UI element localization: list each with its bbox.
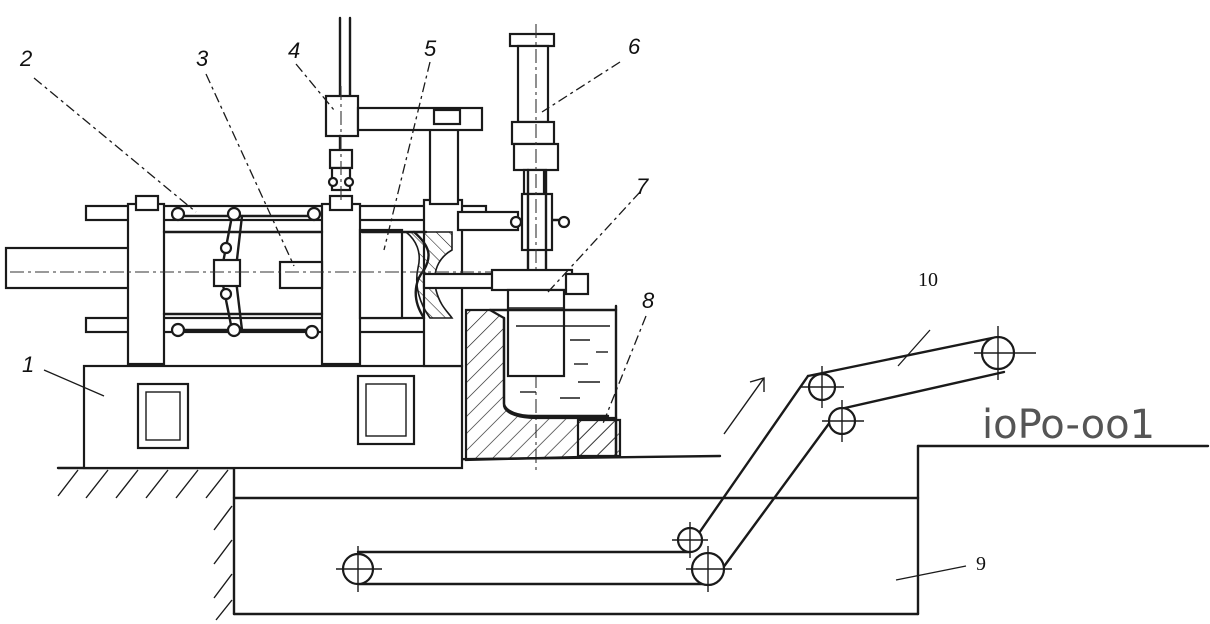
- conveyor-belt-10: [356, 336, 1006, 586]
- pulley-mid-upper: [800, 366, 844, 408]
- leader-lines: [33, 61, 967, 581]
- label-4: 4: [288, 38, 300, 63]
- label-2: 2: [19, 46, 32, 71]
- furnace-8: [464, 304, 622, 462]
- label-6: 6: [628, 34, 641, 59]
- machine-base-1: [82, 364, 464, 470]
- pulley-bottom-small: [672, 522, 708, 558]
- label-3: 3: [196, 46, 209, 71]
- overhead-arm-4: [324, 16, 484, 204]
- pulley-bottom: [686, 546, 732, 592]
- moving-platen: [320, 194, 362, 366]
- conveyor-pit-9: [232, 444, 1210, 616]
- rear-platen: [126, 194, 166, 366]
- labels: 2 3 4 5 6 7 8 1 10 9: [19, 34, 986, 575]
- label-10: 10: [918, 269, 938, 291]
- pulley-left: [336, 546, 382, 592]
- pulley-mid-lower: [822, 400, 864, 442]
- ladle-7: [490, 268, 590, 378]
- label-7: 7: [636, 174, 649, 199]
- direction-arrow: [723, 377, 765, 435]
- label-1: 1: [22, 352, 34, 377]
- vertical-cylinder-6: [508, 24, 571, 470]
- label-9: 9: [976, 553, 986, 575]
- label-5: 5: [424, 36, 437, 61]
- ejector-3: [278, 260, 324, 290]
- label-8: 8: [642, 288, 655, 313]
- ground: [56, 454, 722, 621]
- toggle-mechanism: [162, 206, 324, 340]
- handwritten-note: ioPo-oo1: [982, 402, 1155, 448]
- pulley-top-right: [974, 326, 1036, 380]
